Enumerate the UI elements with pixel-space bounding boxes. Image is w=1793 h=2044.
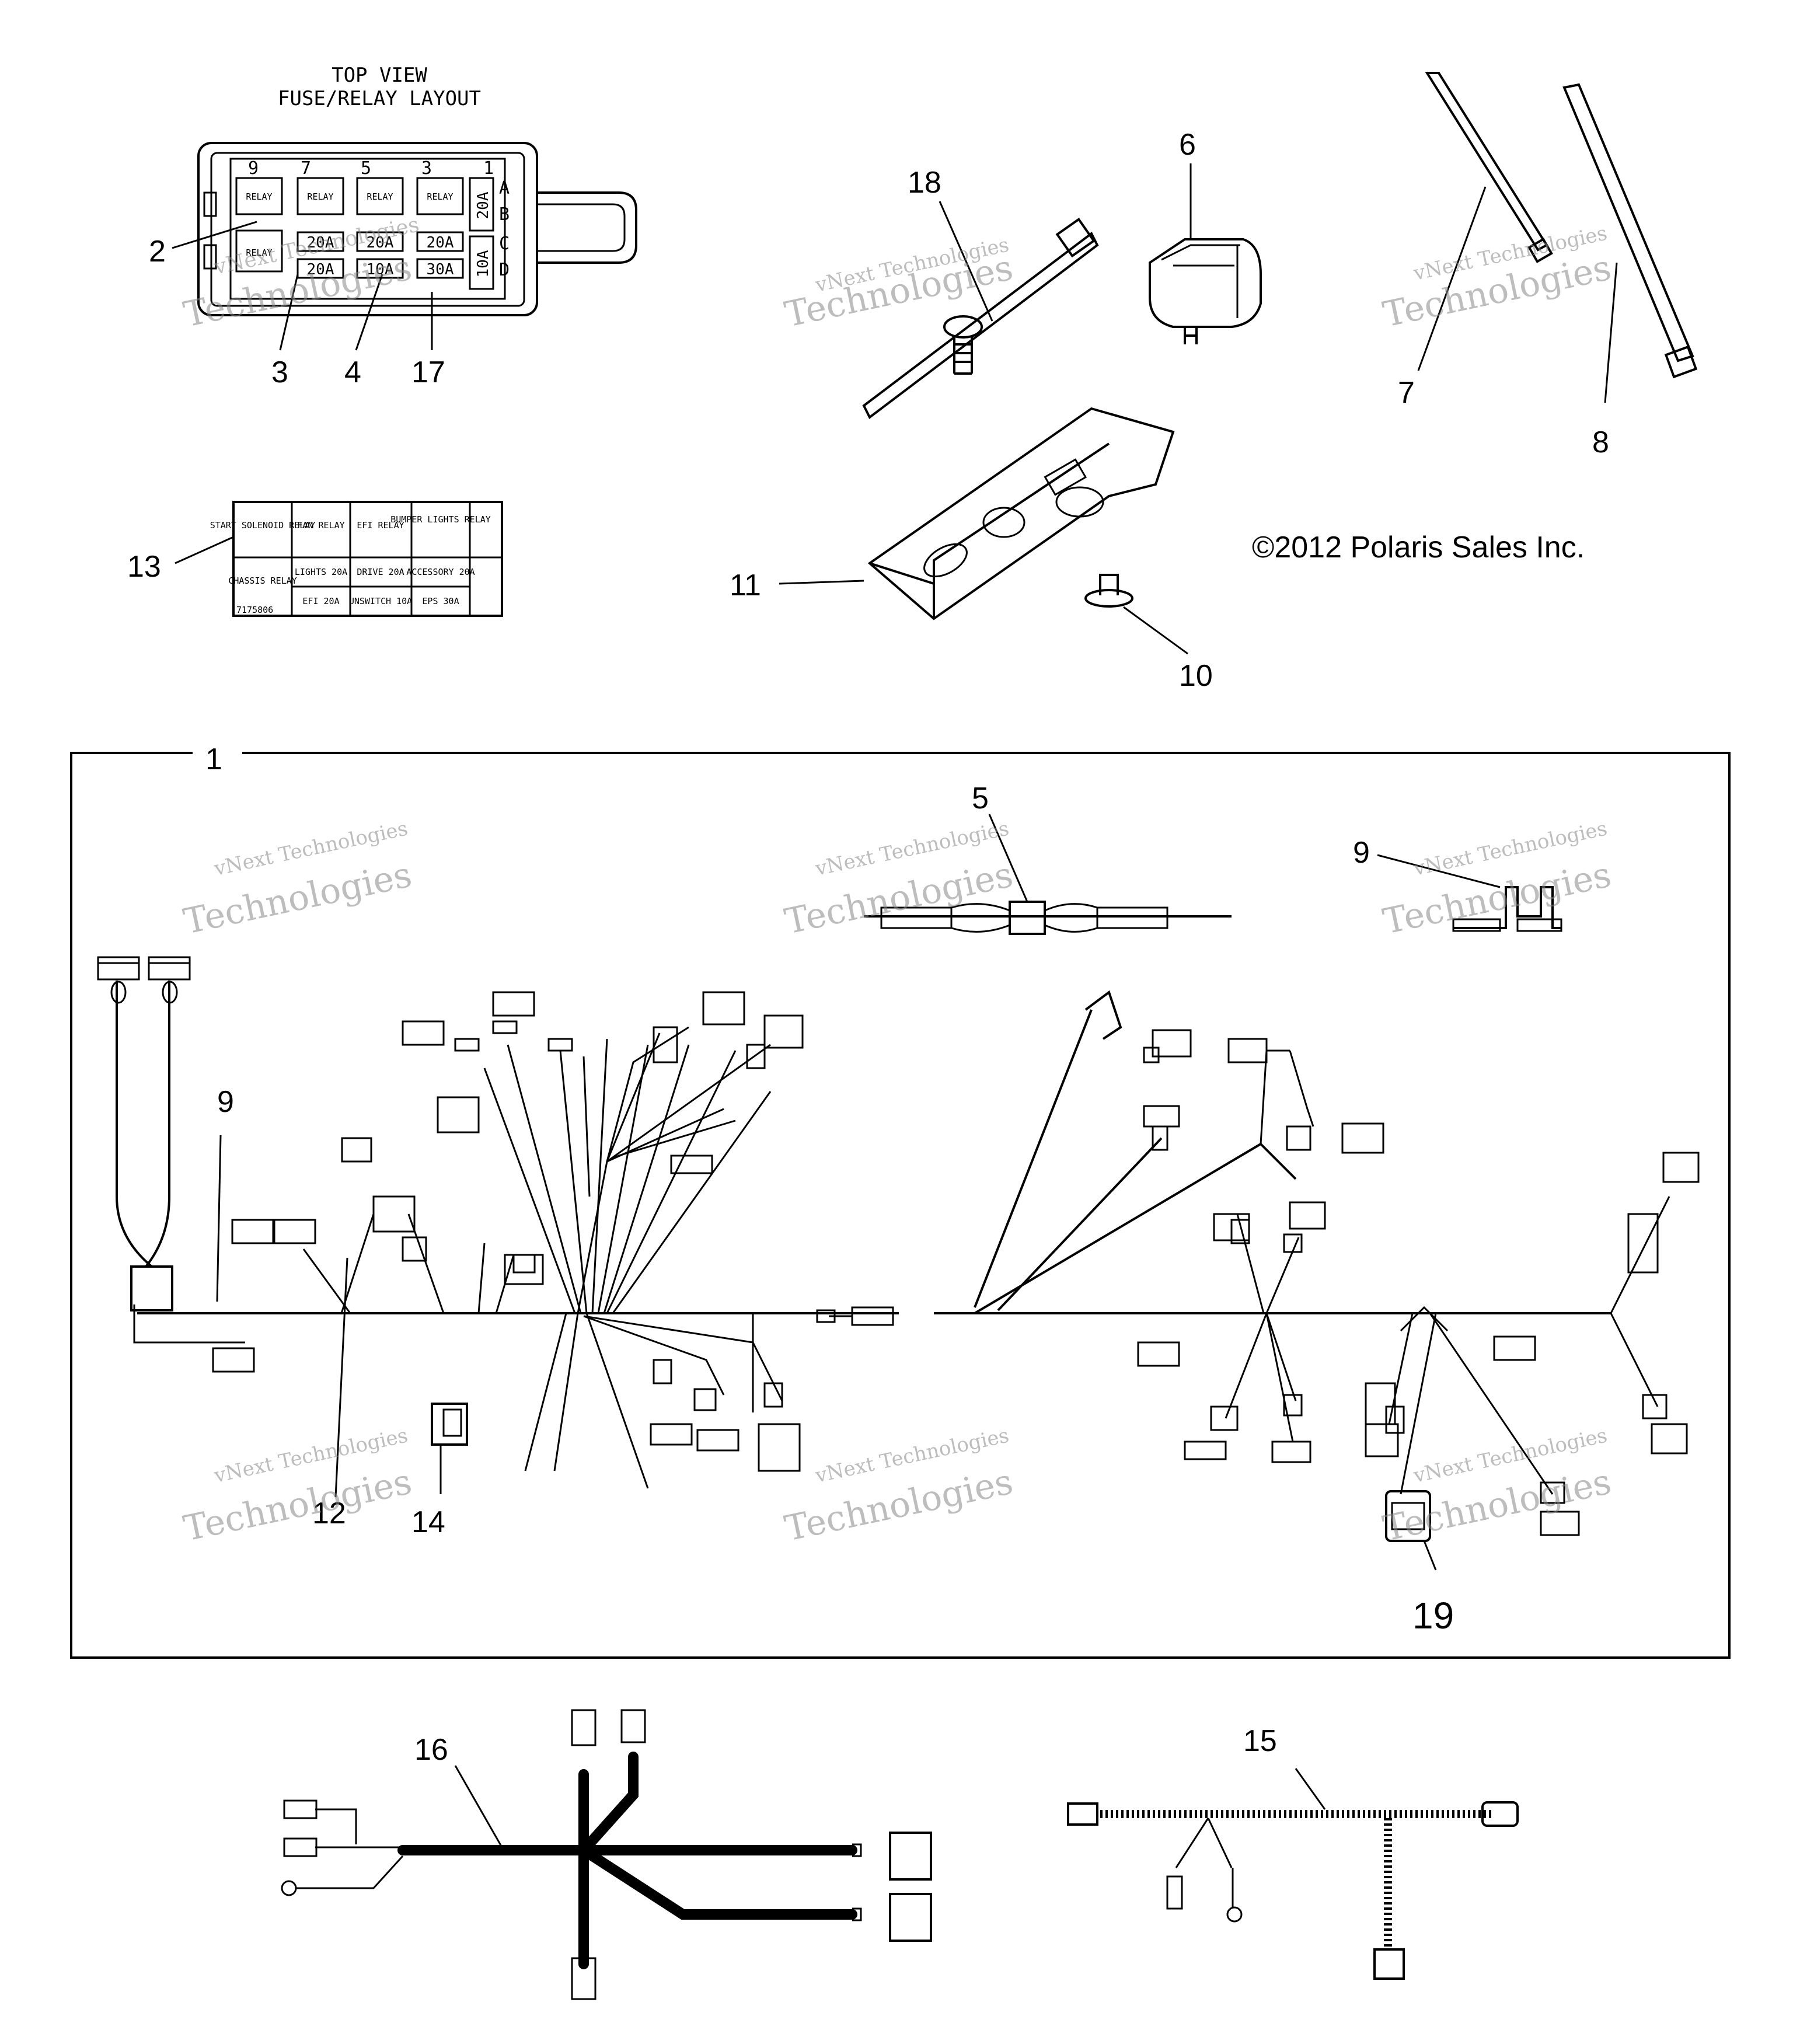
watermark-4: vNext Technologies Technologies	[180, 817, 416, 942]
watermark-7: vNext Technologies Technologies	[180, 1424, 416, 1549]
fuse-20a-vertical: 20A	[475, 191, 492, 219]
col-1: 1	[483, 158, 494, 179]
callout-12: 12	[312, 1497, 346, 1530]
decal-eps: EPS 30A	[422, 596, 459, 606]
bracket-icon	[867, 407, 1175, 620]
row-b: B	[499, 204, 510, 225]
decal-part-no: 7175806	[236, 605, 273, 615]
decal-lights: LIGHTS 20A	[295, 567, 347, 577]
relay-label-4: RELAY	[427, 191, 453, 202]
decal-start-solenoid: START SOLENOID RELAY	[210, 520, 316, 531]
fuse-20a-4: 20A	[307, 261, 334, 278]
decal-label: START SOLENOID RELAY FAN RELAY EFI RELAY…	[210, 501, 503, 617]
fuse-20a-2: 20A	[367, 234, 394, 252]
callout-9-top: 9	[1353, 836, 1370, 870]
decal-chassis-relay: CHASSIS RELAY	[228, 575, 296, 586]
fuse-box-title-2: FUSE/RELAY LAYOUT	[278, 87, 481, 110]
relay-label-5: RELAY	[246, 247, 272, 258]
callout-8: 8	[1592, 425, 1609, 459]
callout-7: 7	[1398, 376, 1415, 410]
callout-19: 19	[1412, 1595, 1454, 1637]
callout-2: 2	[149, 235, 166, 268]
fuse-10a-vertical: 10A	[475, 250, 492, 277]
watermark-5: vNext Technologies Technologies	[782, 817, 1017, 942]
fuse-box-title-1: TOP VIEW	[332, 64, 427, 87]
fuse-20a-3: 20A	[427, 234, 454, 252]
row-c: C	[499, 233, 510, 254]
connector-14-icon	[431, 1403, 468, 1446]
push-rivet-icon	[1084, 574, 1133, 608]
tie-strap-8	[1562, 83, 1698, 379]
row-a: A	[499, 178, 510, 198]
col-5: 5	[361, 158, 371, 179]
callout-3: 3	[271, 355, 288, 389]
callout-17: 17	[411, 355, 445, 389]
callout-13: 13	[127, 550, 161, 584]
decal-bumper-lights: BUMPER LIGHTS RELAY	[390, 514, 491, 525]
relay-label-3: RELAY	[367, 191, 393, 202]
callout-11: 11	[730, 568, 761, 602]
tie-strap-7	[1425, 72, 1553, 263]
relay-label-2: RELAY	[307, 191, 333, 202]
wire-harness-right-icon	[934, 990, 1700, 1536]
callout-9-left: 9	[217, 1085, 234, 1119]
sub-harness-15-icon	[1067, 1801, 1519, 1980]
decal-drive: DRIVE 20A	[357, 567, 404, 577]
callout-5: 5	[972, 782, 989, 815]
sub-harness-16-icon	[281, 1709, 932, 2000]
decal-fan-relay: FAN RELAY	[297, 520, 344, 531]
decal-efi-fuse: EFI 20A	[302, 596, 339, 606]
watermark-3: vNext Technologies Technologies	[1380, 221, 1615, 335]
cable-tie-icon	[862, 218, 1099, 420]
relay-icon	[1385, 1490, 1431, 1542]
copyright: ©2012 Polaris Sales Inc.	[1252, 531, 1585, 564]
connector-icon	[1149, 238, 1262, 344]
watermark-6: vNext Technologies Technologies	[1380, 817, 1615, 942]
callout-16: 16	[414, 1733, 448, 1767]
row-d: D	[499, 260, 510, 280]
main-harness-frame	[70, 752, 1731, 1659]
col-9: 9	[248, 158, 259, 179]
callout-10: 10	[1179, 659, 1213, 693]
col-7: 7	[301, 158, 311, 179]
relay-label-1: RELAY	[246, 191, 272, 202]
fuse-20a-1: 20A	[307, 234, 334, 252]
callout-14: 14	[411, 1505, 445, 1539]
decal-accessory: ACCESSORY 20A	[406, 567, 475, 577]
callout-4: 4	[344, 355, 361, 389]
decal-efi-relay: EFI RELAY	[357, 520, 404, 531]
watermark-1: vNext Technologies Technologies	[180, 212, 421, 335]
watermark-8: vNext Technologies Technologies	[782, 1424, 1017, 1549]
col-3: 3	[421, 158, 432, 179]
fuse-30a-1: 30A	[427, 261, 454, 278]
callout-15: 15	[1243, 1724, 1277, 1758]
clip-icon	[1452, 886, 1562, 932]
callout-1: 1	[205, 742, 222, 776]
wire-harness-icon	[97, 956, 899, 1489]
fuse-10a-1: 10A	[367, 261, 394, 278]
decal-unswitch: UNSWITCH 10A	[349, 596, 412, 606]
callout-6: 6	[1179, 128, 1196, 162]
watermark-2: vNext Technologies Technologies	[782, 233, 1017, 335]
fuse-box-icon: TOP VIEW FUSE/RELAY LAYOUT 9 7 5 3 1 REL…	[197, 64, 637, 316]
callout-18: 18	[908, 166, 941, 200]
